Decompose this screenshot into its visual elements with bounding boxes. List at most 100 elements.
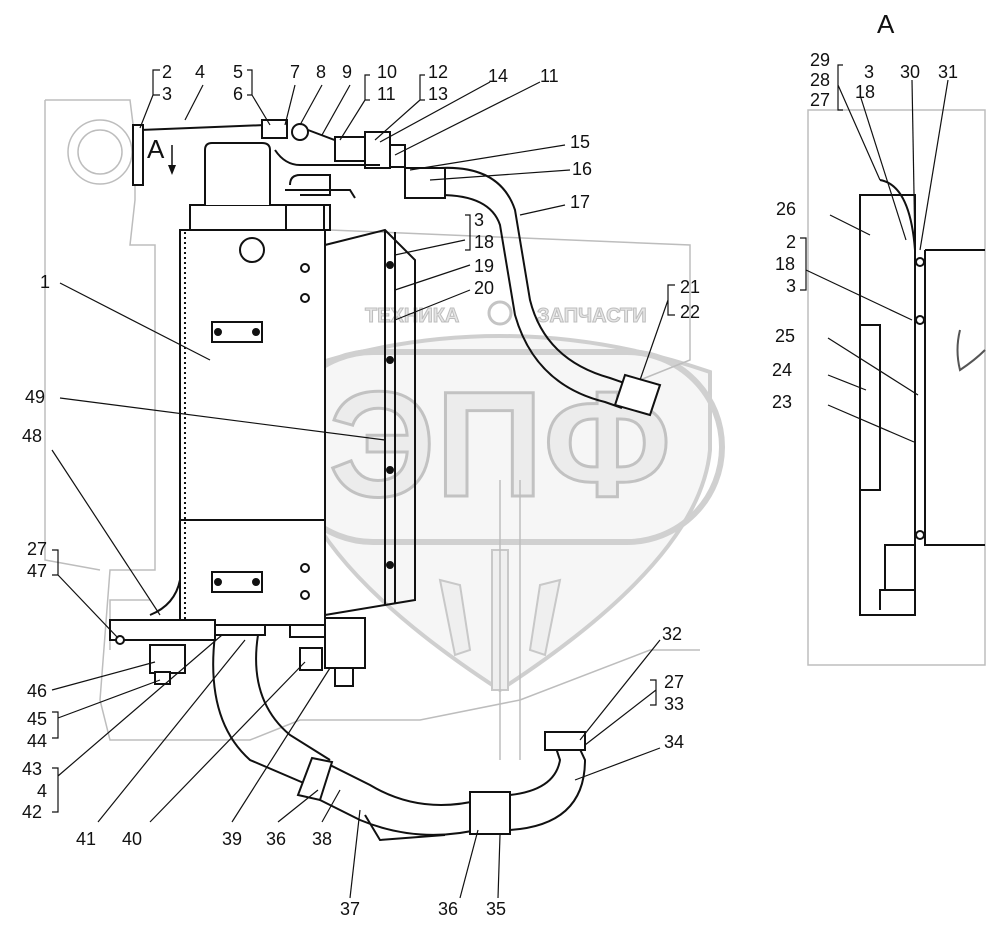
label-42: 42 bbox=[22, 802, 42, 822]
tank-bracket-upper bbox=[211, 321, 263, 343]
bottom-pipework bbox=[212, 617, 587, 842]
label-48: 48 bbox=[22, 426, 42, 446]
hose-clamp-16 bbox=[404, 167, 446, 199]
tank-bracket-lower bbox=[211, 571, 263, 593]
view-a bbox=[807, 109, 986, 666]
mounting-left bbox=[109, 579, 216, 685]
label-35: 35 bbox=[486, 899, 506, 919]
label-36-left: 36 bbox=[266, 829, 286, 849]
label-9: 9 bbox=[342, 62, 352, 82]
label-view-18: 18 bbox=[775, 254, 795, 274]
watermark-left-text: ТЕХНИКА bbox=[365, 305, 459, 327]
label-view-30: 30 bbox=[900, 62, 920, 82]
view-a-block bbox=[884, 544, 916, 591]
label-27-right: 27 bbox=[664, 672, 684, 692]
view-a-title: A bbox=[877, 9, 895, 39]
view-a-strip-24 bbox=[859, 324, 881, 491]
label-36-right: 36 bbox=[438, 899, 458, 919]
bracket-2-3 bbox=[132, 124, 144, 186]
radiator-panel bbox=[324, 228, 416, 616]
label-32: 32 bbox=[662, 624, 682, 644]
tank-upper-body bbox=[179, 229, 326, 521]
label-11-right: 11 bbox=[540, 66, 559, 86]
label-10: 10 bbox=[377, 62, 397, 82]
label-12: 12 bbox=[428, 62, 448, 82]
callout-labels: 2 3 4 5 6 7 8 9 10 11 12 13 14 11 15 16 … bbox=[22, 50, 958, 919]
coupling-10 bbox=[334, 136, 366, 162]
label-44: 44 bbox=[27, 731, 47, 751]
label-34: 34 bbox=[664, 732, 684, 752]
label-view-23: 23 bbox=[772, 392, 792, 412]
label-view-27: 27 bbox=[810, 90, 830, 110]
label-18: 18 bbox=[474, 232, 494, 252]
label-49: 49 bbox=[25, 387, 45, 407]
main-tank bbox=[179, 142, 351, 638]
label-2: 2 bbox=[162, 62, 172, 82]
label-view-2: 2 bbox=[786, 232, 796, 252]
label-view-28: 28 bbox=[810, 70, 830, 90]
label-33: 33 bbox=[664, 694, 684, 714]
label-46: 46 bbox=[27, 681, 47, 701]
label-45: 45 bbox=[27, 709, 47, 729]
tank-base-plate-left bbox=[209, 624, 266, 636]
label-5: 5 bbox=[233, 62, 243, 82]
nut-14 bbox=[389, 144, 406, 168]
label-view-29: 29 bbox=[810, 50, 830, 70]
hose-clamp-36-left bbox=[296, 756, 334, 802]
label-view-18-top: 18 bbox=[855, 82, 875, 102]
hose-17 bbox=[404, 166, 662, 417]
view-a-frame bbox=[807, 109, 986, 666]
label-8: 8 bbox=[316, 62, 326, 82]
tank-fitting bbox=[285, 204, 325, 231]
label-41: 41 bbox=[76, 829, 96, 849]
leader-lines bbox=[51, 64, 949, 899]
label-1: 1 bbox=[40, 272, 50, 292]
label-27-left: 27 bbox=[27, 539, 47, 559]
label-4: 4 bbox=[195, 62, 205, 82]
label-6: 6 bbox=[233, 84, 243, 104]
fitting-32 bbox=[544, 731, 586, 751]
label-view-31: 31 bbox=[938, 62, 958, 82]
bracket-39 bbox=[324, 617, 366, 669]
label-43: 43 bbox=[22, 759, 42, 779]
label-20: 20 bbox=[474, 278, 494, 298]
label-view-24: 24 bbox=[772, 360, 792, 380]
watermark-gear-icon bbox=[487, 300, 513, 326]
label-4-left: 4 bbox=[37, 781, 47, 801]
watermark-right-text: ЗАПЧАСТИ bbox=[537, 305, 647, 327]
top-fittings bbox=[132, 119, 406, 199]
label-view-25: 25 bbox=[775, 326, 795, 346]
damper-46 bbox=[149, 644, 186, 674]
view-arrow-label: A bbox=[147, 134, 165, 164]
filler-neck bbox=[204, 142, 271, 205]
label-17: 17 bbox=[570, 192, 590, 212]
label-view-3: 3 bbox=[786, 276, 796, 296]
label-19: 19 bbox=[474, 256, 494, 276]
label-15: 15 bbox=[570, 132, 590, 152]
label-13: 13 bbox=[428, 84, 448, 104]
label-3: 3 bbox=[162, 84, 172, 104]
label-14: 14 bbox=[488, 66, 508, 86]
bolt-40 bbox=[299, 647, 323, 671]
label-21: 21 bbox=[680, 277, 700, 297]
label-16: 16 bbox=[572, 159, 592, 179]
hose-clamp-36-right bbox=[469, 791, 511, 835]
fitting-8 bbox=[291, 123, 309, 141]
label-22: 22 bbox=[680, 302, 700, 322]
label-view-26: 26 bbox=[776, 199, 796, 219]
label-47: 47 bbox=[27, 561, 47, 581]
mount-plate-48 bbox=[109, 619, 216, 641]
tank-gauge bbox=[239, 237, 265, 263]
label-37: 37 bbox=[340, 899, 360, 919]
label-38: 38 bbox=[312, 829, 332, 849]
label-7: 7 bbox=[290, 62, 300, 82]
label-11-top: 11 bbox=[377, 84, 396, 104]
clamp-7 bbox=[261, 119, 288, 139]
view-arrow-a: A bbox=[147, 134, 176, 175]
hose-clamp-21 bbox=[613, 373, 662, 417]
label-40: 40 bbox=[122, 829, 142, 849]
label-39: 39 bbox=[222, 829, 242, 849]
label-3-mid: 3 bbox=[474, 210, 484, 230]
